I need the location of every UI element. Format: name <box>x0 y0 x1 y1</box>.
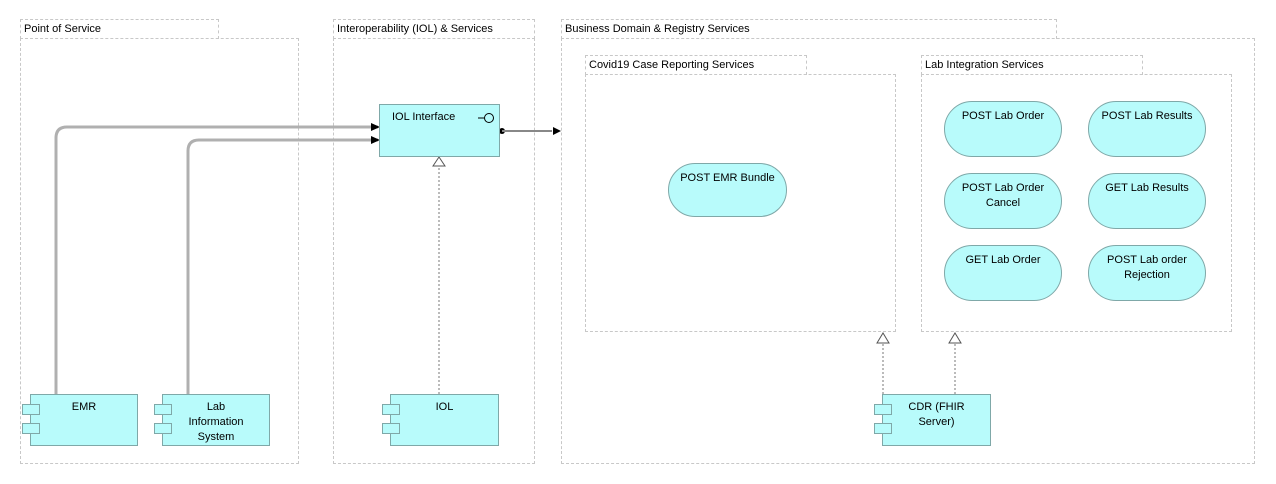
post-lab-order-rejection-service[interactable]: POST Lab order Rejection <box>1088 245 1206 301</box>
component-lug-icon <box>22 423 40 434</box>
get-lab-results-label: GET Lab Results <box>1105 182 1189 194</box>
lab-integration-group[interactable] <box>921 74 1232 332</box>
interoperability-tab: Interoperability (IOL) & Services <box>333 19 535 39</box>
point-of-service-group[interactable] <box>20 38 299 464</box>
lab-integration-label: Lab Integration Services <box>925 59 1044 71</box>
iol-component[interactable]: IOL <box>382 394 499 446</box>
point-of-service-tab: Point of Service <box>20 19 219 39</box>
emr-to-iol-interface-connector[interactable] <box>54 125 378 394</box>
covid-case-reporting-tab: Covid19 Case Reporting Services <box>585 55 807 75</box>
iol-interface-label: IOL Interface <box>392 111 456 123</box>
business-domain-label: Business Domain & Registry Services <box>565 23 750 35</box>
interoperability-group[interactable] <box>333 38 535 464</box>
covid-case-reporting-group[interactable] <box>585 74 896 332</box>
get-lab-order-service[interactable]: GET Lab Order <box>944 245 1062 301</box>
lis-to-iol-interface-connector[interactable] <box>186 138 378 394</box>
component-lug-icon <box>874 423 892 434</box>
post-lab-results-service[interactable]: POST Lab Results <box>1088 101 1206 157</box>
iol-label: IOL <box>435 401 454 413</box>
interoperability-label: Interoperability (IOL) & Services <box>337 23 493 35</box>
covid-case-reporting-label: Covid19 Case Reporting Services <box>589 59 755 71</box>
component-lug-icon <box>22 404 40 415</box>
iol-realization-triangle <box>432 156 446 167</box>
lab-information-system-component[interactable]: Lab Information System <box>154 394 270 446</box>
component-lug-icon <box>382 423 400 434</box>
emr-label: EMR <box>71 401 97 413</box>
point-of-service-label: Point of Service <box>24 23 102 35</box>
interface-lollipop-icon <box>478 113 494 123</box>
get-lab-order-label: GET Lab Order <box>965 254 1041 266</box>
lis-connector-arrowhead <box>371 136 380 144</box>
post-lab-order-rejection-label: POST Lab order Rejection <box>1107 254 1187 281</box>
component-lug-icon <box>874 404 892 415</box>
emr-connector-arrowhead <box>371 123 380 131</box>
business-domain-connector-arrowhead <box>553 127 561 135</box>
cdr-fhir-server-component[interactable]: CDR (FHIR Server) <box>874 394 991 446</box>
cdr-lab-realization-triangle <box>948 332 962 344</box>
cdr-covid-realization-triangle <box>876 332 890 344</box>
post-lab-results-label: POST Lab Results <box>1101 110 1193 122</box>
post-lab-order-cancel-label: POST Lab Order Cancel <box>961 182 1045 209</box>
component-lug-icon <box>382 404 400 415</box>
component-lug-icon <box>154 404 172 415</box>
lab-information-system-label: Lab Information System <box>188 401 244 443</box>
post-lab-order-label: POST Lab Order <box>961 110 1045 122</box>
post-emr-bundle-label: POST EMR Bundle <box>680 172 775 184</box>
business-domain-tab: Business Domain & Registry Services <box>561 19 1057 39</box>
get-lab-results-service[interactable]: GET Lab Results <box>1088 173 1206 229</box>
iol-interface-element[interactable]: IOL Interface <box>379 104 500 157</box>
component-lug-icon <box>154 423 172 434</box>
post-lab-order-cancel-service[interactable]: POST Lab Order Cancel <box>944 173 1062 229</box>
business-domain-group[interactable] <box>561 38 1255 464</box>
emr-component[interactable]: EMR <box>22 394 138 446</box>
post-emr-bundle-service[interactable]: POST EMR Bundle <box>668 163 787 217</box>
lab-integration-tab: Lab Integration Services <box>921 55 1143 75</box>
post-lab-order-service[interactable]: POST Lab Order <box>944 101 1062 157</box>
cdr-fhir-server-label: CDR (FHIR Server) <box>908 401 965 428</box>
